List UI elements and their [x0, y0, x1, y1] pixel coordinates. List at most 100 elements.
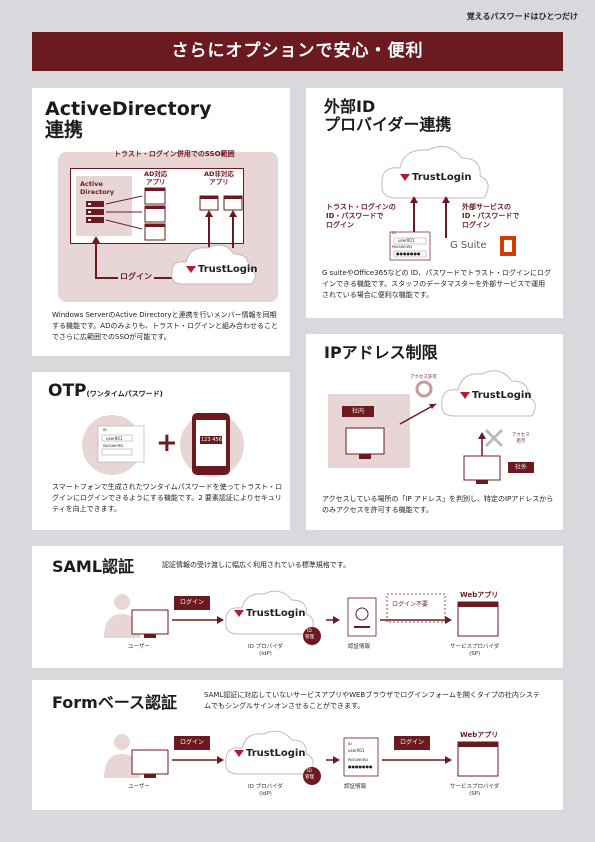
idp-description: G suiteやOffice365などの ID、パスワードでトラスト・ログインに…: [322, 269, 552, 299]
form-description: SAML認証に対応していないサービスアプリやWEBブラウザでログインフォームを開…: [204, 691, 540, 710]
ad-diagram-svg: [86, 187, 256, 285]
user-icon: [104, 734, 140, 778]
cloud-shape: [171, 244, 256, 285]
form-login-tag-1: ログイン: [174, 736, 210, 750]
otp-diagram-svg: [82, 413, 244, 477]
saml-card: SAML認証 認証情報の受け渡しに幅広く利用されている標準規格です。 ログイン …: [32, 546, 563, 668]
saml-trustlogin-logo: TrustLogin: [234, 608, 305, 619]
otp-id-label: ID: [103, 428, 107, 432]
access-allowed-label: アクセス許可: [410, 375, 437, 380]
saml-diagram-svg: [104, 590, 499, 645]
idp-title-line2: プロバイダー連携: [324, 114, 452, 134]
id-mgmt-icon: [303, 767, 321, 785]
brand-name: TrustLogin: [472, 390, 532, 401]
otp-code: 123 456: [201, 437, 222, 443]
form-sp-label: サービスプロバイダ (SP): [450, 784, 500, 798]
cloud-shape: [381, 145, 489, 199]
access-denied-icon: [484, 428, 504, 448]
otp-description: スマートフォンで生成されたワンタイムパスワードを使ってトラスト・ログインにログイ…: [52, 483, 283, 513]
ad-app-icons: [144, 187, 243, 241]
idp-right-label: 外部サービスの ID・パスワードで ログイン: [462, 203, 520, 229]
form-title: Formベース認証: [52, 693, 178, 712]
gsuite-logo: G Suite: [450, 240, 487, 251]
ip-card: IPアドレス制限 TrustLogin アクセス許可 アクセス 拒否 社内 社外…: [306, 334, 563, 530]
ad-title-line1: ActiveDirectory: [45, 98, 212, 120]
form-auth-info-label: 認証情報: [344, 784, 367, 790]
web-app-icon: [457, 601, 499, 637]
trustlogin-icon: [186, 265, 196, 273]
form-id-value: user001: [348, 748, 365, 753]
form-web-app-label: Webアプリ: [460, 731, 499, 739]
form-id-label: ID: [348, 742, 352, 746]
saml-idp-label: ID プロバイダ (IdP): [248, 644, 283, 658]
ip-title: IPアドレス制限: [324, 343, 438, 362]
form-idp-label: ID プロバイダ (IdP): [248, 784, 283, 798]
saml-title: SAML認証: [52, 557, 135, 576]
otp-title: OTP(ワンタイムパスワード): [48, 382, 163, 401]
brand-name: TrustLogin: [246, 748, 306, 759]
form-card: Formベース認証 SAML認証に対応していないサービスアプリやWEBブラウザで…: [32, 680, 563, 810]
idp-title-line1: 外部ID: [324, 97, 376, 116]
ad-title-line2: 連携: [45, 118, 84, 141]
otp-card: OTP(ワンタイムパスワード) ID user001 PASSWORD 123 …: [32, 372, 290, 530]
saml-login-tag: ログイン: [174, 596, 210, 610]
idp-id-label: ID: [392, 231, 396, 235]
trustlogin-icon: [234, 749, 244, 757]
external-tag: 社外: [508, 462, 534, 473]
saml-sp-label: サービスプロバイダ (SP): [450, 644, 500, 658]
saml-web-app-label: Webアプリ: [460, 591, 499, 599]
idp-id-value: user001: [398, 238, 415, 243]
brand-name: TrustLogin: [198, 264, 258, 275]
user-pc-icon: [131, 609, 169, 638]
form-pw-value: ●●●●●●●: [348, 764, 373, 769]
brand-name: TrustLogin: [412, 172, 472, 183]
otp-subtitle: (ワンタイムパスワード): [86, 390, 163, 398]
brand-name: TrustLogin: [246, 608, 306, 619]
internal-tag: 社内: [342, 406, 374, 417]
otp-title-main: OTP: [48, 381, 87, 401]
credential-document-icon: [343, 737, 379, 777]
saml-user-label: ユーザー: [128, 644, 150, 650]
non-ad-apps-label: AD非対応 アプリ: [204, 170, 234, 187]
saml-id-mgmt-label: ID 管理: [305, 629, 314, 640]
idp-left-label: トラスト・ログインの ID・パスワードで ログイン: [326, 203, 396, 229]
otp-pw-label: PASSWORD: [103, 444, 124, 448]
cloud-shape: [225, 730, 314, 775]
ad-apps-label: AD対応 アプリ: [144, 170, 168, 187]
access-denied-label: アクセス 拒否: [512, 433, 530, 444]
internal-pc-icon: [345, 427, 385, 459]
no-login-box: [386, 593, 446, 623]
cloud-shape: [225, 590, 314, 635]
form-pw-label: PASSWORD: [348, 758, 369, 762]
ip-description: アクセスしている場所の「IP アドレス」を判別し、特定のIPアドレスからのみアク…: [322, 495, 554, 514]
form-user-label: ユーザー: [128, 784, 150, 790]
idp-pw-value: ●●●●●●●: [396, 251, 421, 256]
ad-description: Windows ServerのActive Directoryと連携を行いメンバ…: [52, 311, 278, 341]
ip-trustlogin-logo: TrustLogin: [460, 390, 531, 401]
access-allowed-icon: [415, 380, 433, 398]
otp-id-value: user001: [106, 436, 123, 441]
idp-pw-label: PASSWORD: [392, 245, 413, 249]
saml-no-login-label: ログイン不要: [392, 601, 429, 608]
ip-diagram-svg: [328, 370, 536, 484]
trustlogin-icon: [234, 609, 244, 617]
idp-diagram-svg: [381, 145, 516, 261]
saml-description: 認証情報の受け渡しに幅広く利用されている標準規格です。: [162, 561, 351, 569]
idp-trustlogin-logo: TrustLogin: [400, 172, 471, 183]
ad-card: ActiveDirectory 連携 トラスト・ログイン併用でのSSO範囲 Ac…: [32, 88, 290, 356]
external-pc-icon: [463, 455, 501, 484]
idp-card: 外部ID プロバイダー連携 TrustLogin トラスト・ログインの ID・パ…: [306, 88, 563, 318]
form-trustlogin-logo: TrustLogin: [234, 748, 305, 759]
trustlogin-icon: [400, 173, 410, 181]
login-form-icon: [97, 425, 145, 463]
sso-range-label: トラスト・ログイン併用でのSSO範囲: [114, 150, 235, 158]
auth-document-icon: [347, 597, 377, 637]
ad-trustlogin-logo: TrustLogin: [186, 264, 257, 275]
id-mgmt-icon: [303, 627, 321, 645]
banner-title: さらにオプションで安心・便利: [32, 32, 563, 71]
form-login-tag-2: ログイン: [394, 736, 430, 750]
saml-auth-info-label: 認証情報: [348, 644, 371, 650]
cloud-shape: [441, 370, 536, 417]
server-icon: [86, 201, 104, 223]
user-icon: [104, 594, 140, 638]
